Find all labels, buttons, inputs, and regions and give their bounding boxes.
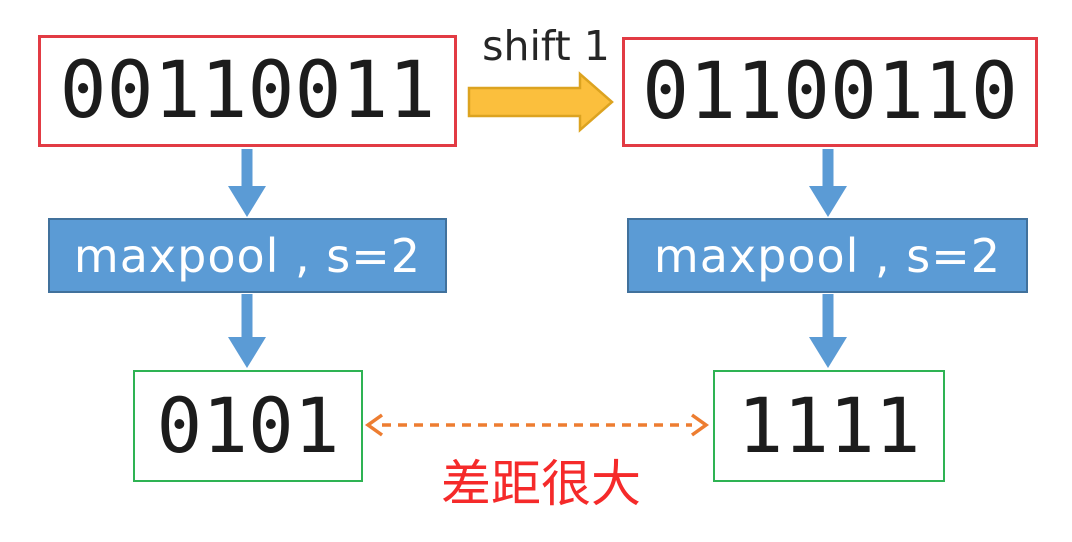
result-box-right: 1111 bbox=[713, 370, 945, 482]
result-box-left: 0101 bbox=[133, 370, 363, 482]
input-binary-right: 01100110 bbox=[642, 47, 1018, 137]
maxpool-box-right: maxpool , s=2 bbox=[627, 218, 1028, 293]
down-arrow-icon bbox=[808, 294, 848, 368]
maxpool-label-right: maxpool , s=2 bbox=[653, 228, 1002, 283]
input-box-left: 00110011 bbox=[38, 35, 457, 147]
input-binary-left: 00110011 bbox=[59, 46, 436, 136]
difference-label: 差距很大 bbox=[441, 455, 641, 513]
result-binary-right: 1111 bbox=[737, 381, 921, 470]
result-binary-left: 0101 bbox=[156, 381, 340, 470]
shift-arrow-icon bbox=[466, 70, 616, 134]
maxpool-label-left: maxpool , s=2 bbox=[73, 228, 422, 283]
down-arrow-icon bbox=[227, 294, 267, 368]
down-arrow-icon bbox=[808, 149, 848, 217]
difference-dashed-arrow-icon bbox=[364, 410, 710, 440]
down-arrow-icon bbox=[227, 149, 267, 217]
maxpool-box-left: maxpool , s=2 bbox=[48, 218, 447, 293]
shift-label: shift 1 bbox=[482, 22, 610, 70]
input-box-right: 01100110 bbox=[622, 37, 1038, 147]
